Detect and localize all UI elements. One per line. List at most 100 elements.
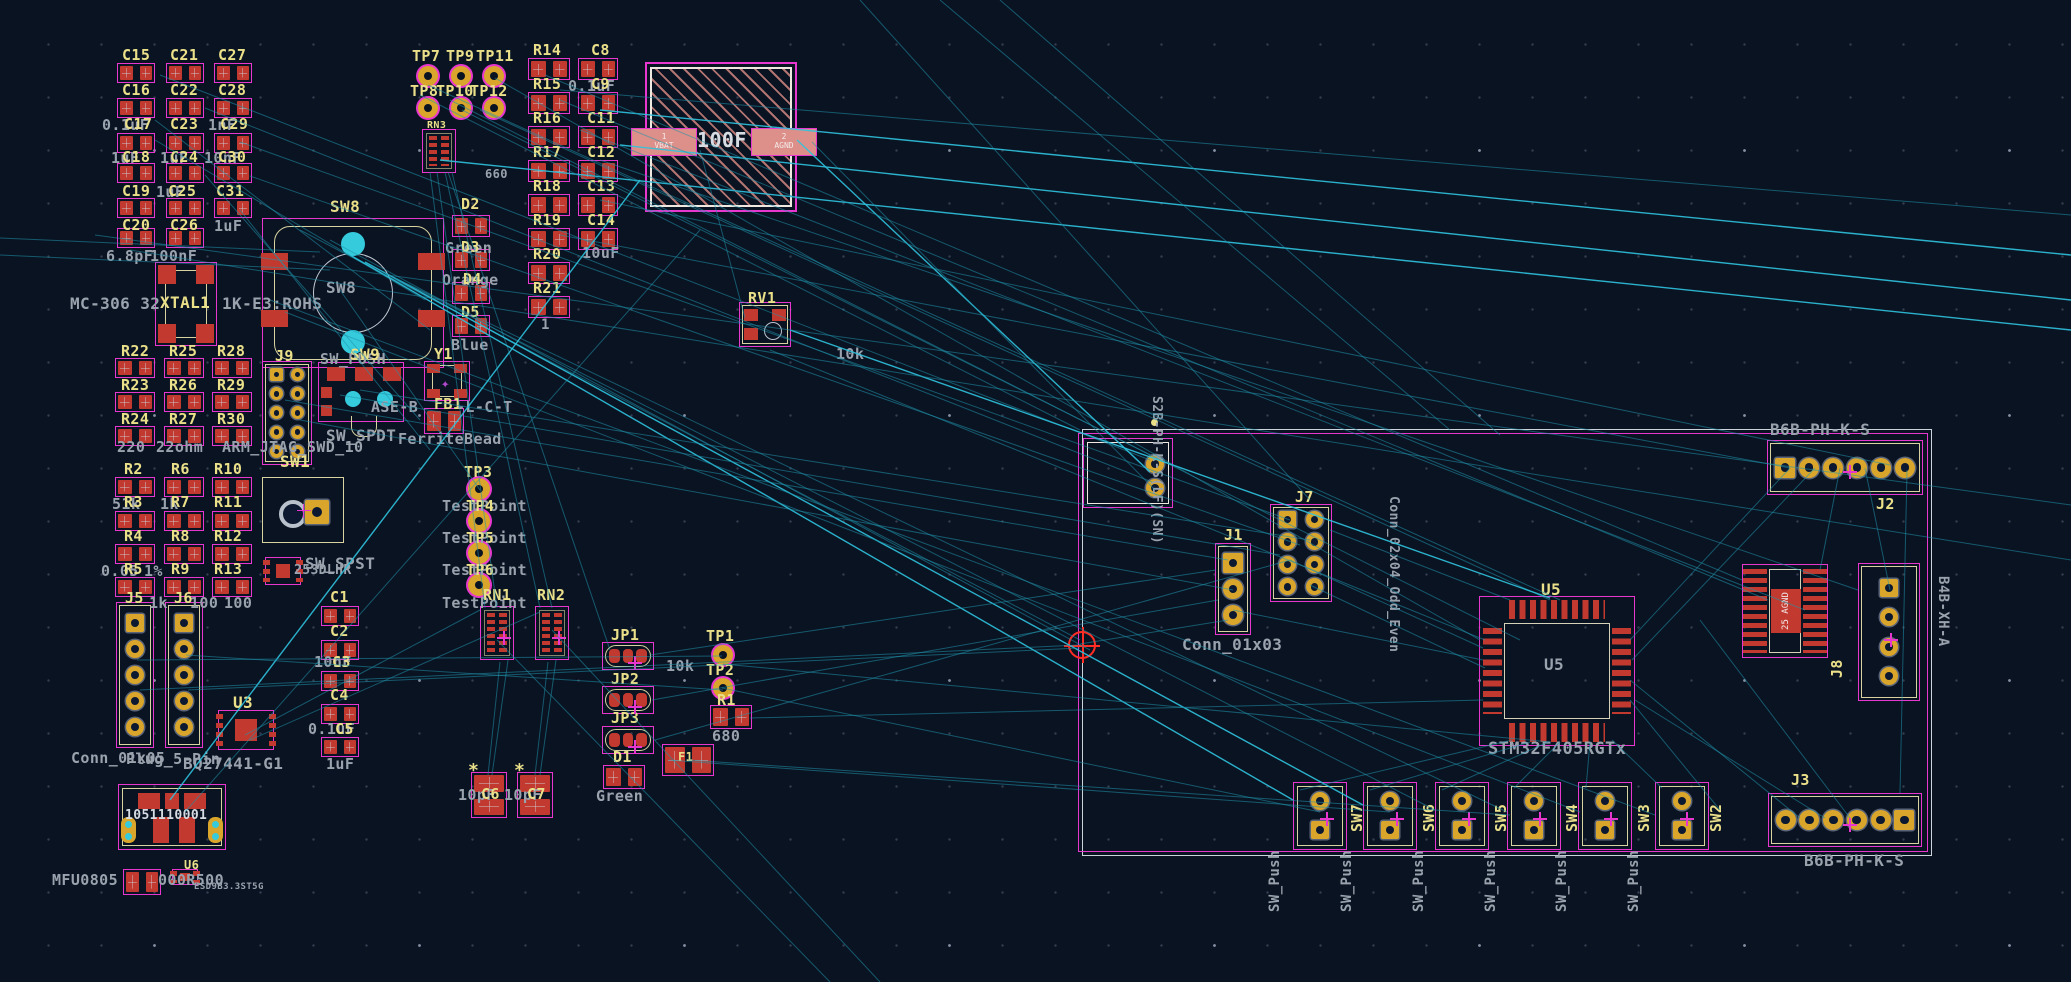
ref-label[interactable]: R9 xyxy=(171,560,190,578)
value-label[interactable]: 000R500 xyxy=(158,871,225,889)
ref-label[interactable]: J1 xyxy=(1224,526,1243,544)
plus-marker[interactable] xyxy=(1533,812,1547,826)
ref-label[interactable]: TP5 xyxy=(466,529,495,547)
value-label[interactable]: SW_Push xyxy=(1411,850,1427,912)
ref-label[interactable]: SW4 xyxy=(1563,803,1581,832)
ref-label[interactable]: C20 xyxy=(122,216,151,234)
ref-label[interactable]: SW2 xyxy=(1707,803,1725,832)
ref-label[interactable]: R12 xyxy=(214,527,243,545)
ref-label[interactable]: C27 xyxy=(218,46,247,64)
ref-label[interactable]: C22 xyxy=(170,81,199,99)
ref-label[interactable]: R13 xyxy=(214,560,243,578)
value-label[interactable]: 1051110001 xyxy=(125,808,208,823)
value-label[interactable]: Conn_01x03 xyxy=(1182,635,1283,654)
value-label[interactable]: STM32F405RGTx xyxy=(1488,739,1627,759)
plus-marker[interactable] xyxy=(1320,812,1334,826)
footprint-C21[interactable] xyxy=(166,63,204,83)
footprint-D2[interactable] xyxy=(452,215,490,237)
ref-label[interactable]: R16 xyxy=(533,109,562,127)
value-label[interactable]: BQ27441-G1 xyxy=(183,754,284,773)
value-label[interactable]: 1uF xyxy=(214,217,243,235)
ref-label[interactable]: C9 xyxy=(591,75,610,93)
ref-label[interactable]: RN1 xyxy=(483,586,512,604)
ref-label[interactable]: D5 xyxy=(461,303,480,321)
plus-marker[interactable] xyxy=(628,700,642,714)
value-label[interactable]: 1 xyxy=(541,317,550,333)
ref-label[interactable]: SW5 xyxy=(1492,803,1510,832)
ref-label[interactable]: TP11 xyxy=(476,47,514,65)
ref-label[interactable]: R10 xyxy=(214,460,243,478)
value-label[interactable]: 100nF xyxy=(150,247,198,265)
value-label[interactable]: MC-306 32 xyxy=(70,294,161,313)
ref-label[interactable]: U6 xyxy=(184,858,200,872)
value-label[interactable]: SW_Push xyxy=(1554,850,1570,912)
value-label[interactable]: 1uF xyxy=(111,149,140,167)
ref-label[interactable]: TP2 xyxy=(706,661,735,679)
ref-label[interactable]: C15 xyxy=(122,46,151,64)
ref-label[interactable]: SW8 xyxy=(330,197,361,216)
ref-label[interactable]: U5 xyxy=(1541,580,1562,599)
value-label[interactable]: SW8 xyxy=(326,278,357,297)
footprint-R22[interactable] xyxy=(115,358,155,378)
value-label[interactable]: SW_Push xyxy=(1267,850,1283,912)
plus-marker[interactable] xyxy=(1390,812,1404,826)
footprint-RV1[interactable] xyxy=(739,302,791,347)
footprint-J8[interactable] xyxy=(1858,563,1920,701)
ref-label[interactable]: C11 xyxy=(587,109,616,127)
ref-label[interactable]: C29 xyxy=(220,115,249,133)
footprint-J6[interactable] xyxy=(165,602,203,748)
value-label[interactable]: SW_Push xyxy=(1483,850,1499,912)
ref-label[interactable]: C24 xyxy=(170,148,199,166)
ref-label[interactable]: JP1 xyxy=(611,626,640,644)
value-label[interactable]: SW_Push xyxy=(1339,850,1355,912)
ref-label[interactable]: R18 xyxy=(533,177,562,195)
ref-label[interactable]: R15 xyxy=(533,75,562,93)
footprint-TP8[interactable] xyxy=(418,98,438,118)
ref-label[interactable]: C2 xyxy=(330,622,349,640)
value-label[interactable]: ASE-B xyxy=(371,398,419,416)
footprint-C27[interactable] xyxy=(214,63,252,83)
value-label[interactable]: B6B-PH-K-S xyxy=(1770,420,1871,439)
ref-label[interactable]: RV1 xyxy=(748,289,777,307)
ref-label[interactable]: R28 xyxy=(217,342,246,360)
ref-label[interactable]: R5 xyxy=(124,560,143,578)
ref-label[interactable]: TP12 xyxy=(470,82,508,100)
value-label[interactable]: 0.05 xyxy=(101,562,139,580)
plus-marker[interactable] xyxy=(1604,812,1618,826)
ref-label[interactable]: TP6 xyxy=(466,561,495,579)
value-label[interactable]: 10k xyxy=(836,345,865,363)
aux-origin[interactable] xyxy=(1064,627,1100,663)
value-label[interactable]: 1K-E3:ROHS xyxy=(222,294,323,313)
ref-label[interactable]: J2 xyxy=(1876,495,1895,513)
ref-label[interactable]: TP9 xyxy=(446,47,475,65)
ref-label[interactable]: R17 xyxy=(533,143,562,161)
ref-label[interactable]: C7 xyxy=(527,785,546,803)
ref-label[interactable]: R14 xyxy=(533,41,562,59)
footprint-R5[interactable] xyxy=(115,577,155,597)
ref-label[interactable]: C31 xyxy=(216,182,245,200)
value-label[interactable]: U5 xyxy=(1544,655,1565,674)
ref-label[interactable]: R11 xyxy=(214,493,243,511)
footprint-C15[interactable] xyxy=(117,63,155,83)
ref-label[interactable]: R2 xyxy=(124,460,143,478)
ref-label[interactable]: J9 xyxy=(275,347,294,365)
value-label[interactable]: ESD9B3.3ST5G xyxy=(194,882,264,892)
footprint-TP12[interactable] xyxy=(484,98,504,118)
footprint-C25[interactable] xyxy=(166,198,204,218)
ref-label[interactable]: C21 xyxy=(170,46,199,64)
ref-label[interactable]: C12 xyxy=(587,143,616,161)
footprint-C31[interactable] xyxy=(214,198,252,218)
ref-label[interactable]: D4 xyxy=(463,270,482,288)
footprint-D1[interactable] xyxy=(603,765,645,789)
ref-label[interactable]: J7 xyxy=(1295,488,1314,506)
ref-label[interactable]: R23 xyxy=(121,376,150,394)
value-label[interactable]: 660 xyxy=(485,167,508,181)
ref-label[interactable]: R7 xyxy=(171,493,190,511)
ref-label[interactable]: SW3 xyxy=(1635,803,1653,832)
ref-label[interactable]: D3 xyxy=(461,238,480,256)
value-label[interactable]: 6.8pF xyxy=(106,247,154,265)
footprint-C16[interactable] xyxy=(117,98,155,118)
plus-marker[interactable] xyxy=(497,631,511,645)
footprint-R29[interactable] xyxy=(212,392,252,412)
plus-marker[interactable] xyxy=(1462,812,1476,826)
